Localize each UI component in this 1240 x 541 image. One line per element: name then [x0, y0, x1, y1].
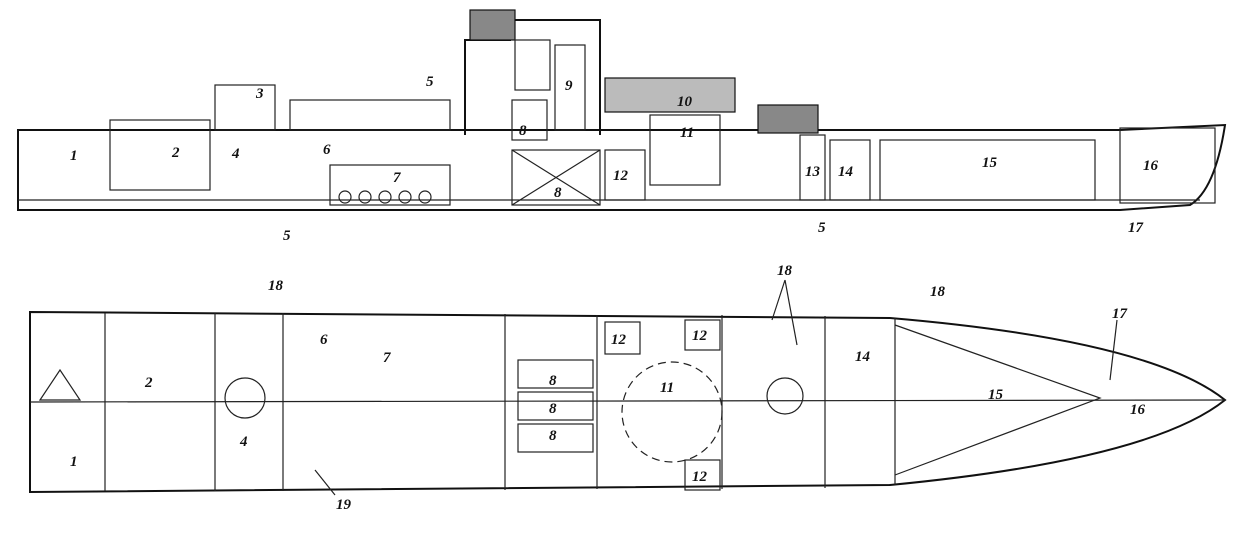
side-label: 12 — [613, 168, 629, 184]
compartment-8-upper — [511, 99, 548, 141]
side-label: 14 — [838, 164, 854, 180]
plan-label: 19 — [336, 497, 352, 513]
plan-label: 12 — [692, 469, 708, 485]
compartment-14 — [829, 139, 871, 201]
compartment-9 — [554, 44, 586, 131]
plan-label: 17 — [1112, 306, 1128, 322]
plan-label: 8 — [549, 401, 557, 417]
plan-label: 15 — [988, 387, 1004, 403]
cross-mark — [511, 149, 601, 206]
compartment-11-circle — [621, 361, 723, 463]
side-label: 17 — [1128, 220, 1144, 236]
wheelhouse-window — [514, 39, 551, 91]
plan-label: 12 — [611, 332, 627, 348]
funnel-top — [469, 9, 516, 41]
portholes — [338, 190, 432, 204]
plan-label: 7 — [383, 350, 391, 366]
deckhouse — [289, 99, 451, 131]
plan-view: 1 2 4 6 7 8 8 8 11 12 12 12 14 15 16 17 … — [29, 263, 1227, 513]
side-label: 2 — [171, 145, 180, 161]
compartment-16 — [1119, 127, 1216, 204]
side-label: 11 — [680, 125, 694, 141]
box-12c — [684, 459, 721, 491]
side-view: 1 2 3 4 5 6 7 8 8 9 10 11 12 13 14 15 16… — [17, 9, 1227, 244]
plan-label: 4 — [239, 434, 248, 450]
side-label: 4 — [231, 146, 240, 162]
compartment-15 — [879, 139, 1096, 201]
box-12a — [604, 321, 641, 355]
plan-label: 18 — [268, 278, 284, 294]
compartment-13 — [799, 134, 826, 201]
side-label: 8 — [519, 123, 527, 139]
side-label: 16 — [1143, 158, 1159, 174]
compartment-8-lower — [511, 149, 601, 206]
box-12b — [684, 319, 721, 351]
plan-label: 11 — [660, 380, 674, 396]
box-8a — [517, 359, 594, 389]
compartment-12 — [604, 149, 646, 201]
side-label: 6 — [323, 142, 331, 158]
plan-label: 8 — [549, 428, 557, 444]
box-8b — [517, 391, 594, 421]
tank-aft — [766, 377, 804, 415]
torpedo-tube-10 — [604, 77, 736, 113]
plan-label: 1 — [70, 454, 78, 470]
plan-label: 2 — [144, 375, 153, 391]
plan-label: 18 — [930, 284, 946, 300]
side-label: 3 — [255, 86, 264, 102]
engine-7 — [329, 164, 451, 206]
compartment-11 — [649, 114, 721, 186]
bulkheads — [104, 313, 896, 491]
side-label: 15 — [982, 155, 998, 171]
leader-lines — [314, 279, 1118, 496]
side-label: 9 — [565, 78, 573, 94]
side-label: 5 — [283, 228, 291, 244]
compartment-2 — [109, 119, 211, 191]
side-label: 8 — [554, 185, 562, 201]
tank-4 — [224, 377, 266, 419]
plan-label: 18 — [777, 263, 793, 279]
side-label: 1 — [70, 148, 78, 164]
plan-label: 14 — [855, 349, 871, 365]
side-label: 10 — [677, 94, 693, 110]
plan-label: 12 — [692, 328, 708, 344]
side-label: 13 — [805, 164, 821, 180]
anchor-winch — [38, 368, 82, 401]
side-hull-outline — [17, 123, 1227, 211]
plan-label: 16 — [1130, 402, 1146, 418]
box-8c — [517, 423, 594, 453]
side-label: 5 — [426, 74, 434, 90]
compartment-15-lines — [894, 324, 1102, 476]
gun-mount-aft — [757, 104, 819, 134]
plan-label: 8 — [549, 373, 557, 389]
side-label: 7 — [393, 170, 401, 186]
side-label: 5 — [818, 220, 826, 236]
forward-gun-3 — [214, 84, 276, 131]
plan-label: 6 — [320, 332, 328, 348]
centerline — [29, 399, 1226, 403]
